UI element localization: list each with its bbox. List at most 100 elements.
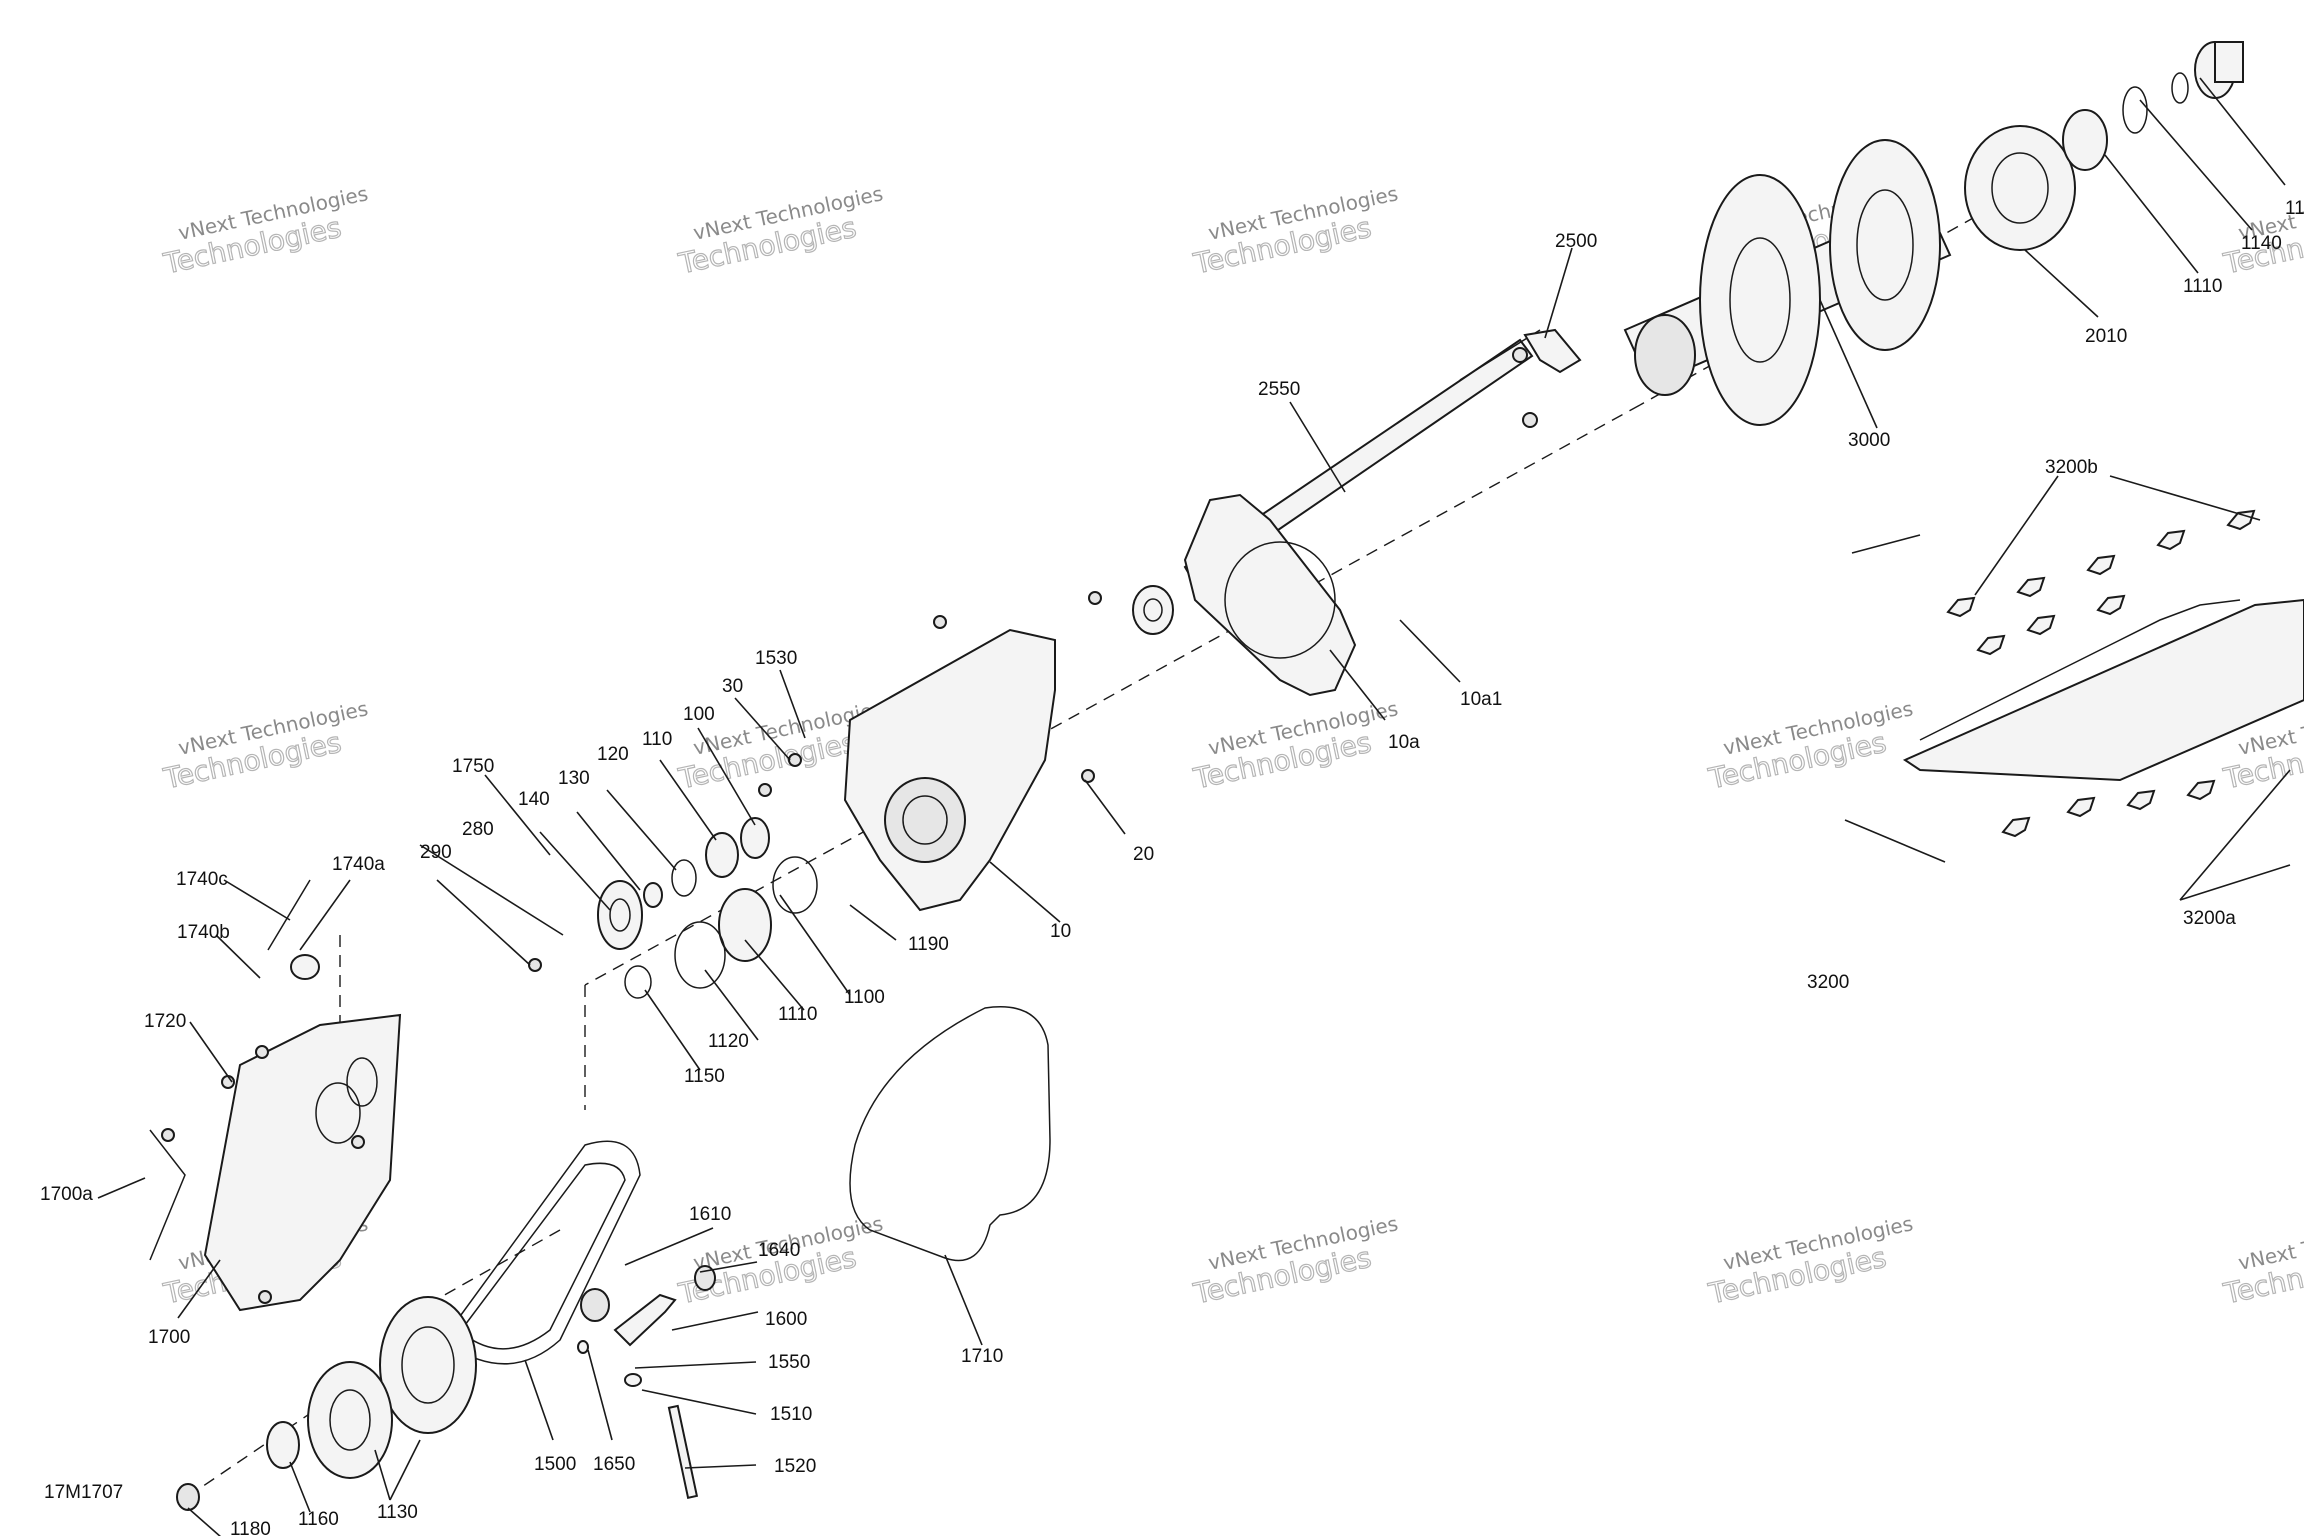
callout-labels: 2500255030002010111011403200b3200a320010… [40, 198, 2304, 1536]
gasket-1710 [849, 1006, 1051, 1262]
callout-3200: 3200 [1807, 972, 1849, 993]
callout-1710: 1710 [961, 1346, 1003, 1367]
callout-2010: 2010 [2085, 326, 2127, 347]
callout-1110: 1110 [778, 1004, 817, 1025]
callout-30: 30 [722, 676, 743, 697]
track-clip [1976, 634, 2006, 656]
track-clip [2126, 789, 2156, 811]
callout-1510: 1510 [770, 1404, 812, 1425]
callout-290: 290 [420, 842, 452, 863]
callout-1740b: 1740b [177, 922, 230, 943]
callout-1190: 1190 [908, 934, 949, 955]
spacer-1160-nut-1180 [176, 1421, 300, 1511]
bolt [258, 1290, 272, 1304]
callout-1610: 1610 [689, 1204, 731, 1225]
sprocket-1130 [307, 1296, 477, 1479]
track-clip [1946, 596, 1976, 618]
callout-3000: 3000 [1848, 430, 1890, 451]
callout-1130: 1130 [377, 1502, 418, 1523]
callout-140: 140 [518, 789, 550, 810]
bearing-plate-10a [1183, 493, 1357, 697]
callout-1740c: 1740c [176, 869, 228, 890]
callout-1520: 1520 [774, 1456, 816, 1477]
callout-100: 100 [683, 704, 715, 725]
leader-lines [97, 77, 2291, 1536]
bolt [933, 615, 947, 629]
fasteners [161, 591, 1102, 1304]
track-profile-3200 [1902, 598, 2304, 782]
bolt [758, 783, 772, 797]
callout-1600: 1600 [765, 1309, 807, 1330]
hose-parts [149, 879, 320, 1261]
callout-1530: 1530 [755, 648, 797, 669]
seal-stack-top [2062, 41, 2244, 171]
track-clips [1946, 509, 2256, 838]
track-clip [2156, 529, 2186, 551]
plate-2010 [1964, 125, 2076, 251]
track-clip [2001, 816, 2031, 838]
callout-1160: 1160 [298, 1509, 339, 1530]
callout-20: 20 [1133, 844, 1154, 865]
track-clip [2086, 554, 2116, 576]
callout-3200a: 3200a [2183, 908, 2236, 929]
callout-2550: 2550 [1258, 379, 1300, 400]
track-clip [2186, 779, 2216, 801]
bolt [1088, 591, 1102, 605]
bolt [221, 1075, 235, 1089]
callout-120: 120 [597, 744, 629, 765]
callout-2500: 2500 [1555, 231, 1597, 252]
callout-1150: 1150 [684, 1066, 725, 1087]
track-clip [2066, 796, 2096, 818]
callout-1740a: 1740a [332, 854, 385, 875]
bolt [788, 753, 802, 767]
callout-1100: 1100 [844, 987, 885, 1008]
bracket-2500 [1512, 328, 1582, 428]
callout-1700a: 1700a [40, 1184, 93, 1205]
callout-280: 280 [462, 819, 494, 840]
track-clip [2026, 614, 2056, 636]
chaincase-cover-1700 [203, 1013, 402, 1312]
callout-1140: 1140 [2241, 233, 2282, 254]
track-clip [2096, 594, 2126, 616]
callout-1700: 1700 [148, 1327, 190, 1348]
bearing-near-chaincase [1132, 585, 1174, 635]
track-clip [2016, 576, 2046, 598]
callout-1550: 1550 [768, 1352, 810, 1373]
chain-1500 [449, 1140, 641, 1365]
callout-1650: 1650 [593, 1454, 635, 1475]
bolt [351, 1135, 365, 1149]
rings-1100-1150 [624, 856, 818, 999]
drive-axle-3000 [1623, 139, 1952, 426]
callout-11-partial: 11 [2285, 198, 2304, 219]
sprocket-140 [597, 880, 643, 950]
callout-10a: 10a [1388, 732, 1420, 753]
callout-1120: 1120 [708, 1031, 749, 1052]
bolt [1081, 769, 1095, 783]
callout-1500: 1500 [534, 1454, 576, 1475]
callout-110: 110 [642, 729, 672, 750]
bolt [528, 958, 542, 972]
bolt [255, 1045, 269, 1059]
callout-1750: 1750 [452, 756, 494, 777]
tensioner-1600 [577, 1265, 716, 1499]
callout-1640: 1640 [758, 1240, 800, 1261]
callout-1720: 1720 [144, 1011, 186, 1032]
chaincase-10 [843, 628, 1056, 912]
bearing-stack-100-110-120 [643, 817, 770, 908]
bolt [161, 1128, 175, 1142]
callout-1110-top: 1110 [2183, 276, 2222, 297]
callout-10: 10 [1050, 921, 1071, 942]
callout-3200b: 3200b [2045, 457, 2098, 478]
callout-130: 130 [558, 768, 590, 789]
